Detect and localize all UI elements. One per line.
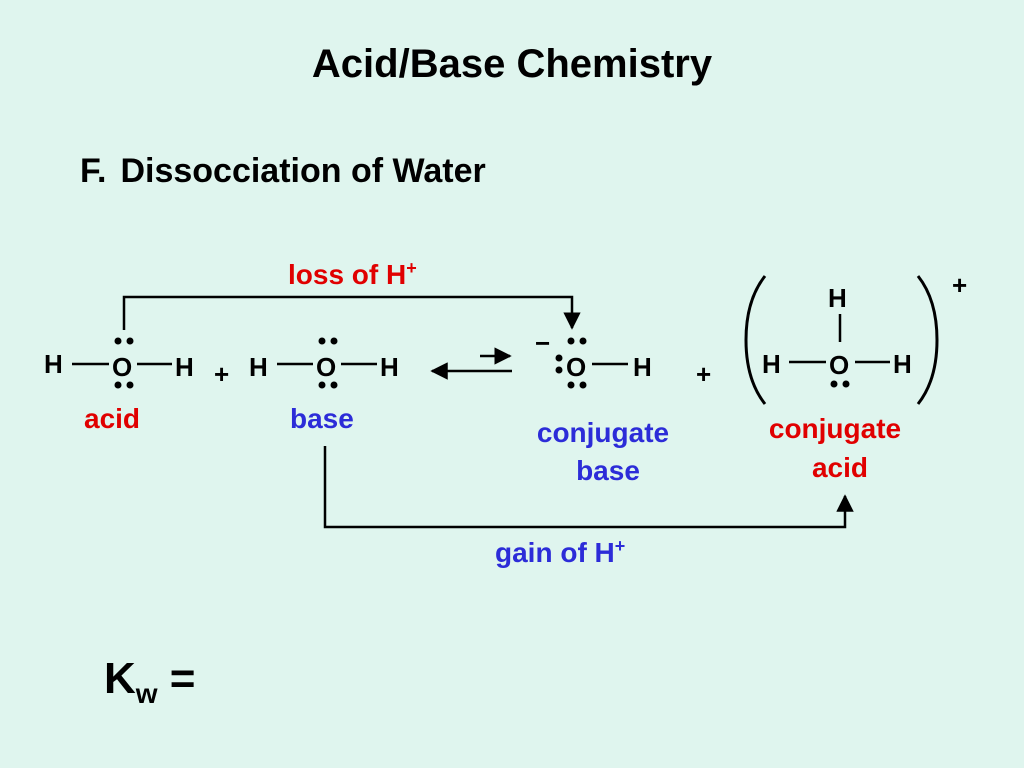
atom-o: O	[316, 352, 336, 382]
conjugate-base-label-line1: conjugate	[537, 417, 669, 448]
atom-h: H	[175, 352, 194, 382]
section-letter: F.	[80, 152, 107, 190]
loss-bracket	[122, 295, 581, 330]
plus-sign: +	[214, 359, 229, 389]
atom-h: H	[633, 352, 652, 382]
kw-subscript: w	[135, 678, 158, 709]
lone-pair-dots	[318, 337, 338, 389]
kw-expression: Kw =	[104, 654, 195, 710]
atom-h: H	[44, 349, 63, 379]
hydronium-ion: + H H O H	[744, 270, 967, 405]
atom-h: H	[828, 283, 847, 313]
lone-pair-dots	[830, 380, 850, 388]
atom-h: H	[249, 352, 268, 382]
plus-sign: +	[696, 359, 711, 389]
kw-k: K	[104, 654, 136, 703]
acid-label: acid	[84, 403, 140, 434]
hydroxide-ion: − O H	[535, 328, 652, 389]
loss-superscript: +	[406, 258, 417, 278]
conjugate-base-label-line2: base	[576, 455, 640, 486]
gain-bracket	[323, 446, 854, 529]
equilibrium-arrows	[430, 347, 512, 380]
section-title: Dissocciation of Water	[120, 152, 486, 190]
plus-charge: +	[952, 270, 967, 300]
atom-h: H	[380, 352, 399, 382]
conjugate-acid-label-line1: conjugate	[769, 413, 901, 444]
minus-charge: −	[535, 328, 550, 358]
atom-o: O	[829, 350, 849, 380]
gain-superscript: +	[615, 536, 626, 556]
lone-pair-dots	[114, 337, 134, 389]
water-molecule-acid: H O H	[44, 337, 194, 389]
section-heading: F. Dissocciation of Water	[80, 152, 486, 191]
base-label: base	[290, 403, 354, 434]
atom-o: O	[566, 352, 586, 382]
right-bracket	[916, 275, 939, 405]
kw-equals: =	[157, 654, 196, 703]
loss-label: loss of H+	[288, 258, 417, 290]
lone-pair-dots	[555, 337, 587, 389]
water-molecule-base: H O H	[249, 337, 399, 389]
left-bracket	[744, 275, 767, 405]
conjugate-acid-label-line2: acid	[812, 452, 868, 483]
atom-o: O	[112, 352, 132, 382]
page-title: Acid/Base Chemistry	[311, 42, 713, 86]
atom-h: H	[893, 349, 912, 379]
atom-h: H	[762, 349, 781, 379]
gain-label: gain of H+	[495, 536, 625, 568]
